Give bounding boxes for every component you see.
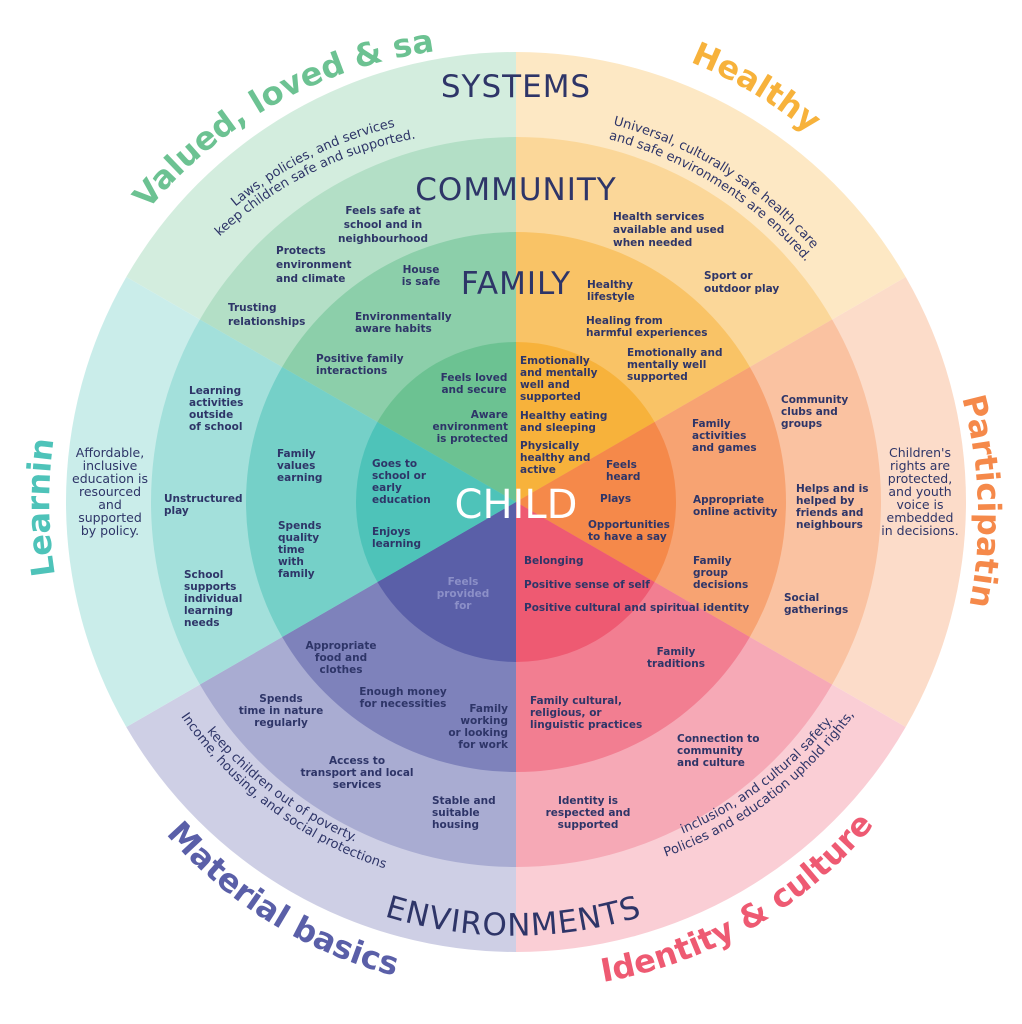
family-ring-title: FAMILY — [461, 266, 571, 302]
systems-ring-title: SYSTEMS — [441, 69, 591, 105]
learning-title: Learning — [0, 0, 63, 579]
participating-child-wedge — [516, 422, 677, 582]
community-ring-title: COMMUNITY — [415, 172, 616, 208]
material-child-wedge — [377, 502, 516, 662]
participating-child-1-label: Plays — [600, 493, 631, 505]
child-ring-title: CHILD — [455, 482, 578, 528]
identity-child-2-label: Positive cultural and spiritual identity — [524, 602, 749, 614]
identity-child-wedge — [516, 502, 655, 662]
identity-child-0-label: Belonging — [524, 555, 584, 567]
learning-child-wedge — [356, 422, 516, 582]
identity-child-1-label: Positive sense of self — [524, 579, 650, 591]
wheel-wedges — [65, 52, 966, 952]
healthy-child-wedge — [516, 342, 655, 502]
valued-child-wedge — [377, 342, 516, 502]
